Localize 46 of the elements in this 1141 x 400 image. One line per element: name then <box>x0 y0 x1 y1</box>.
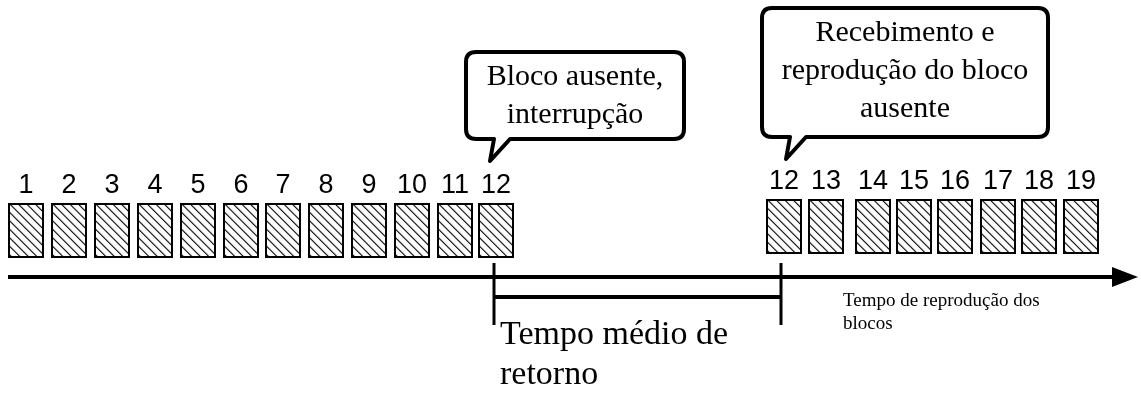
block-number: 2 <box>60 169 78 199</box>
block-number: 11 <box>440 169 470 199</box>
block-number: 18 <box>1022 165 1055 195</box>
speech-bubble <box>760 6 1050 161</box>
hatched-block <box>980 199 1016 254</box>
hatched-block <box>265 203 301 258</box>
block-number: 19 <box>1064 165 1097 195</box>
axis-label: Tempo de reprodução dos blocos <box>843 288 1041 334</box>
hatched-block <box>351 203 387 258</box>
block-number: 1 <box>17 169 35 199</box>
hatched-block <box>808 199 844 254</box>
hatched-block <box>896 199 932 254</box>
hatched-block <box>51 203 87 258</box>
hatched-block <box>437 203 473 258</box>
block-number: 6 <box>232 169 250 199</box>
hatched-block <box>394 203 430 258</box>
hatched-block <box>223 203 259 258</box>
callout-text: Recebimento e reprodução do bloco ausente <box>780 13 1030 125</box>
dimension-label: Tempo médio de retorno <box>500 313 729 393</box>
hatched-block <box>937 199 973 254</box>
block-number: 12 <box>767 165 800 195</box>
block-number: 14 <box>856 165 889 195</box>
hatched-block <box>137 203 173 258</box>
block-number: 13 <box>809 165 842 195</box>
hatched-block <box>308 203 344 258</box>
hatched-block <box>1063 199 1099 254</box>
hatched-block <box>766 199 802 254</box>
block-number: 7 <box>274 169 292 199</box>
speech-bubble <box>464 50 686 163</box>
block-number: 5 <box>189 169 207 199</box>
block-number: 12 <box>479 169 512 199</box>
block-number: 8 <box>317 169 335 199</box>
hatched-block <box>8 203 44 258</box>
block-number: 4 <box>146 169 164 199</box>
hatched-block <box>478 203 514 258</box>
hatched-block <box>855 199 891 254</box>
hatched-block <box>1021 199 1057 254</box>
hatched-block <box>180 203 216 258</box>
block-number: 17 <box>981 165 1014 195</box>
hatched-block <box>94 203 130 258</box>
block-number: 16 <box>938 165 971 195</box>
block-number: 15 <box>897 165 930 195</box>
callout-text: Bloco ausente, interrupção <box>485 57 665 131</box>
block-number: 9 <box>360 169 378 199</box>
block-number: 3 <box>103 169 121 199</box>
block-number: 10 <box>395 169 428 199</box>
